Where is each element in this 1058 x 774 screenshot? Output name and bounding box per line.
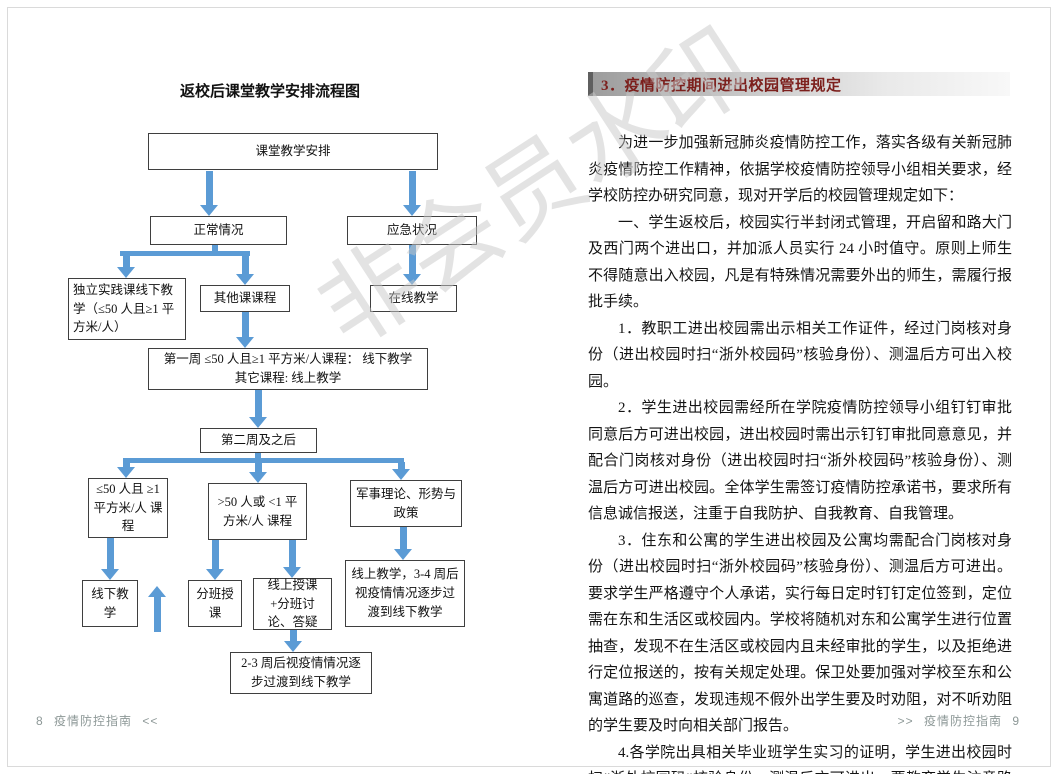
flow-node-large-class: >50 人或 <1 平方米/人 课程 bbox=[208, 483, 307, 540]
connector-week2-branch bbox=[123, 458, 404, 463]
footer-marks-right: >> bbox=[897, 714, 914, 728]
page-number-right: 9 bbox=[1012, 714, 1020, 728]
flow-node-online-teaching: 在线教学 bbox=[370, 285, 457, 312]
flow-node-week1-line2: 其它课程: 线上教学 bbox=[234, 371, 342, 385]
arrow-root-to-emergency bbox=[403, 171, 421, 216]
paragraph-intro: 为进一步加强新冠肺炎疫情防控工作，落实各级有关新冠肺炎疫情防控工作精神，依据学校… bbox=[588, 135, 1012, 204]
paragraph-rule-1: 一、学生返校后，校园实行半封闭式管理，开启留和路大门及西门两个进出口，并加派人员… bbox=[588, 214, 1012, 311]
flow-node-offline: 线下教学 bbox=[82, 580, 138, 627]
connector-normal-branch bbox=[120, 251, 250, 256]
arrow-military-to-online34 bbox=[394, 527, 412, 560]
connector-week2-stub bbox=[255, 453, 261, 461]
paragraph-item-2: 2．学生进出校园需经所在学院疫情防控领导小组钉钉审批同意后方可进出校园，进出校园… bbox=[588, 400, 1012, 522]
arrow-small-to-offline bbox=[101, 538, 119, 580]
flow-node-normal: 正常情况 bbox=[150, 216, 287, 245]
flowchart-title: 返校后课堂教学安排流程图 bbox=[179, 84, 360, 100]
flow-node-other-courses: 其他课课程 bbox=[200, 285, 290, 312]
paragraph-item-4: 4.各学院出具相关毕业班学生实习的证明，学生进出校园时扫“浙外校园码”核验身份、… bbox=[588, 744, 1012, 774]
flow-node-week1: 第一周 ≤50 人且≥1 平方米/人课程： 线下教学 其它课程: 线上教学 bbox=[148, 348, 428, 390]
arrow-other-to-week1 bbox=[236, 312, 254, 348]
arrow-normal-to-practice bbox=[117, 255, 135, 278]
flow-node-military: 军事理论、形势与政策 bbox=[350, 480, 462, 527]
flow-node-week1-line1: 第一周 ≤50 人且≥1 平方米/人课程： 线下教学 bbox=[163, 352, 413, 367]
arrow-week2-to-military bbox=[392, 462, 410, 480]
flow-node-online-34: 线上教学，3-4 周后视疫情情况逐步过渡到线下教学 bbox=[345, 560, 465, 627]
arrow-week1-to-week2 bbox=[249, 390, 267, 428]
section-heading: 3．疫情防控期间进出校园管理规定 bbox=[601, 77, 842, 94]
flow-node-online-plus: 线上授课+分班讨论、答疑 bbox=[253, 578, 332, 630]
flow-node-small-class: ≤50 人且 ≥1 平方米/人 课程 bbox=[88, 478, 168, 538]
flow-node-practice: 独立实践课线下教学（≤50 人且≥1 平方米/人） bbox=[68, 278, 186, 340]
flow-node-split-teaching: 分班授课 bbox=[188, 580, 242, 627]
arrow-week2-to-large bbox=[249, 462, 267, 483]
flow-node-transition-23: 2-3 周后视疫情情况逐步过渡到线下教学 bbox=[230, 652, 372, 694]
body-text-column: 为进一步加强新冠肺炎疫情防控工作，落实各级有关新冠肺炎疫情防控工作精神，依据学校… bbox=[588, 130, 1012, 774]
heading-accent-bar bbox=[588, 72, 593, 96]
connector-normal-stub bbox=[212, 245, 218, 252]
arrow-large-to-online-plus bbox=[283, 540, 301, 578]
arrow-large-to-split bbox=[206, 540, 224, 580]
flow-node-root: 课堂教学安排 bbox=[148, 133, 438, 170]
section-heading-bar: 3．疫情防控期间进出校园管理规定 bbox=[588, 72, 1010, 96]
flow-node-week2: 第二周及之后 bbox=[200, 428, 317, 453]
flow-node-emergency: 应急状况 bbox=[347, 216, 477, 245]
arrow-onlineplus-to-transition bbox=[284, 630, 302, 652]
footer-title-right: 疫情防控指南 bbox=[923, 714, 1002, 728]
footer-title-left: 疫情防控指南 bbox=[54, 714, 133, 728]
footer-left: 8 疫情防控指南 << bbox=[36, 712, 164, 729]
arrow-normal-to-other bbox=[236, 255, 254, 285]
arrow-split-back-to-offline bbox=[148, 586, 166, 632]
paragraph-item-3: 3．住东和公寓的学生进出校园及公寓均需配合门岗核对身份（进出校园时扫“浙外校园码… bbox=[588, 532, 1012, 735]
arrow-emergency-to-online bbox=[403, 245, 421, 285]
arrow-week2-to-small bbox=[117, 462, 135, 478]
paragraph-item-1: 1．教职工进出校园需出示相关工作证件，经过门岗核对身份（进出校园时扫“浙外校园码… bbox=[588, 320, 1012, 390]
footer-right: >> 疫情防控指南 9 bbox=[892, 712, 1020, 729]
page-number-left: 8 bbox=[36, 714, 44, 728]
arrow-root-to-normal bbox=[200, 171, 218, 216]
footer-marks-left: << bbox=[142, 714, 159, 728]
